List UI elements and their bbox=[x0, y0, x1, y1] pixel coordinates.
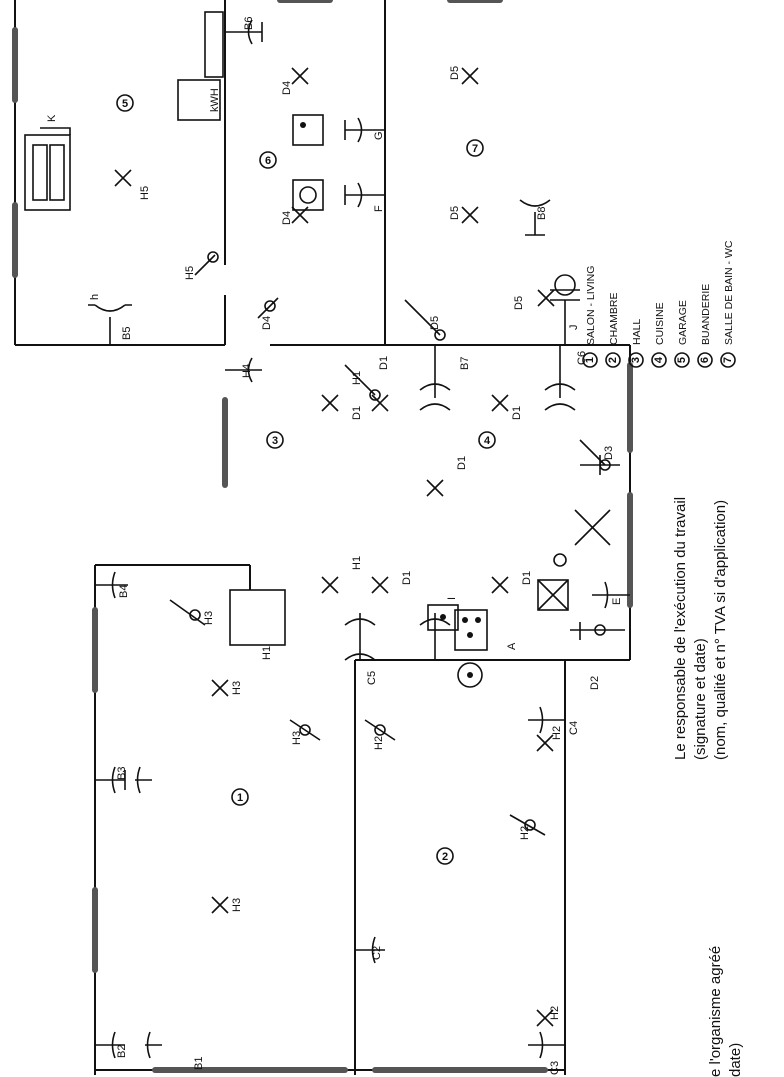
label-h3: H3 bbox=[231, 681, 243, 695]
label-d5: D5 bbox=[449, 206, 461, 220]
label-h2: H2 bbox=[551, 726, 563, 740]
label-b2: B2 bbox=[116, 1045, 128, 1058]
svg-text:6: 6 bbox=[699, 357, 711, 363]
legend-room-5: GARAGE bbox=[677, 300, 689, 345]
windows bbox=[12, 0, 633, 1073]
label-c3: C3 bbox=[549, 1061, 561, 1075]
label-b6: B6 bbox=[243, 17, 255, 30]
legend-room-6: BUANDERIE bbox=[700, 284, 712, 345]
label-h5: H5 bbox=[184, 266, 196, 280]
svg-text:1: 1 bbox=[584, 357, 596, 363]
label-h1: H1 bbox=[351, 371, 363, 385]
label-d1: D1 bbox=[511, 406, 523, 420]
label-g: G bbox=[373, 131, 385, 140]
svg-text:4: 4 bbox=[653, 356, 665, 363]
legend-room-4: CUISINE bbox=[654, 302, 666, 345]
svg-text:2: 2 bbox=[607, 357, 619, 363]
label-c2: C2 bbox=[371, 946, 383, 960]
room-marker-7: 7 bbox=[472, 143, 478, 155]
label-d4: D4 bbox=[281, 81, 293, 95]
note-responsable-title: Le responsable de l'exécution du travail bbox=[672, 497, 689, 760]
room-marker-2: 2 bbox=[442, 851, 448, 863]
label-h3: H3 bbox=[291, 731, 303, 745]
label-d5: D5 bbox=[449, 66, 461, 80]
label-h3: H3 bbox=[231, 898, 243, 912]
svg-text:7: 7 bbox=[722, 357, 734, 363]
note-organisme-title: e l'organisme agréé bbox=[707, 946, 724, 1077]
label-d4: D4 bbox=[281, 211, 293, 225]
label-h3: H3 bbox=[203, 611, 215, 625]
label-b5: B5 bbox=[121, 327, 133, 340]
label-d1: D1 bbox=[351, 406, 363, 420]
label-h: h bbox=[89, 294, 101, 300]
signature-notes: Le responsable de l'exécution du travail… bbox=[672, 497, 744, 1077]
light-point-marks bbox=[114, 67, 555, 1027]
label-h4: H4 bbox=[241, 364, 253, 378]
label-d5: D5 bbox=[429, 316, 441, 330]
label-d3: D3 bbox=[603, 446, 615, 460]
socket-symbols bbox=[88, 19, 630, 1059]
label-c4: C4 bbox=[568, 721, 580, 735]
label-d1: D1 bbox=[378, 356, 390, 370]
room-marker-4: 4 bbox=[484, 435, 491, 447]
label-b3: B3 bbox=[116, 767, 128, 780]
label-a: A bbox=[506, 642, 518, 650]
svg-text:5: 5 bbox=[676, 357, 688, 363]
legend-room-1: SALON - LIVING bbox=[585, 266, 597, 345]
room-marker-5: 5 bbox=[122, 98, 128, 110]
symbol-labels: B6 D4 D5 kWH H5 K G F D4 D5 B8 H5 h B5 D… bbox=[46, 17, 623, 1075]
room-legend: 1 SALON - LIVING 2 CHAMBRE 3 HALL 4 CUIS… bbox=[582, 240, 736, 368]
room-markers: 5 6 7 3 4 1 2 bbox=[116, 94, 496, 865]
legend-room-7: SALLE DE BAIN - WC bbox=[723, 240, 735, 345]
label-d2: D2 bbox=[589, 676, 601, 690]
label-d1: D1 bbox=[456, 456, 468, 470]
label-b1: B1 bbox=[193, 1057, 205, 1070]
label-kwh: kWH bbox=[209, 88, 221, 112]
legend-room-3: HALL bbox=[631, 319, 643, 345]
room-marker-3: 3 bbox=[272, 435, 278, 447]
label-d5: D5 bbox=[513, 296, 525, 310]
label-d1: D1 bbox=[521, 571, 533, 585]
legend-room-2: CHAMBRE bbox=[608, 292, 620, 345]
label-c5: C5 bbox=[366, 671, 378, 685]
label-f: F bbox=[373, 205, 385, 212]
label-h2: H2 bbox=[373, 736, 385, 750]
label-e: E bbox=[611, 598, 623, 605]
svg-text:3: 3 bbox=[630, 357, 642, 363]
label-i: I bbox=[446, 597, 458, 600]
label-b7: B7 bbox=[459, 357, 471, 370]
label-h2: H2 bbox=[519, 826, 531, 840]
label-k: K bbox=[46, 114, 58, 122]
label-h2: H2 bbox=[549, 1006, 561, 1020]
label-j: J bbox=[568, 325, 580, 331]
note-organisme-date: date) bbox=[727, 1043, 744, 1077]
room-marker-6: 6 bbox=[265, 155, 271, 167]
switch-symbols bbox=[169, 251, 625, 836]
label-b8: B8 bbox=[536, 207, 548, 220]
room-marker-1: 1 bbox=[237, 792, 243, 804]
label-h1: H1 bbox=[261, 646, 273, 660]
label-d1: D1 bbox=[401, 571, 413, 585]
label-d4: D4 bbox=[261, 316, 273, 330]
equipment bbox=[24, 11, 611, 688]
walls bbox=[14, 0, 631, 1075]
label-h5: H5 bbox=[139, 186, 151, 200]
note-responsable-signature: (signature et date) bbox=[692, 638, 709, 760]
label-h1: H1 bbox=[351, 556, 363, 570]
label-b4: B4 bbox=[118, 585, 130, 598]
note-responsable-name: (nom, qualité et n° TVA si d'application… bbox=[712, 500, 729, 760]
